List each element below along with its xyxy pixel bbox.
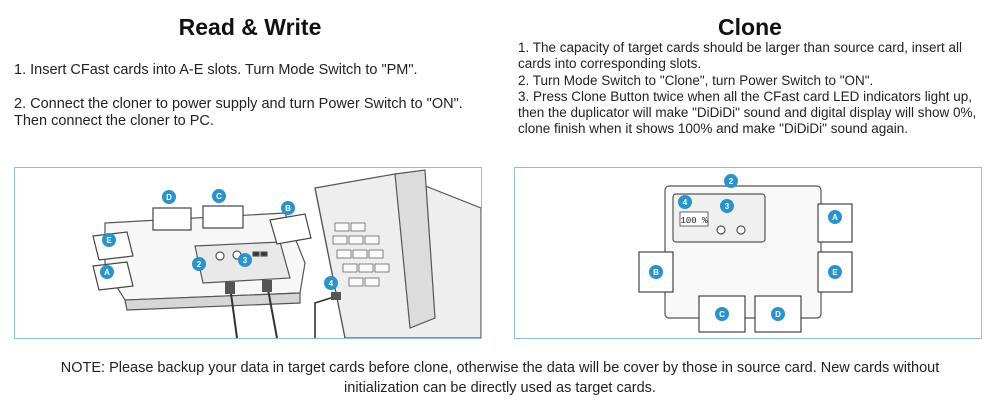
backup-note: NOTE: Please backup your data in target …: [60, 360, 940, 396]
card-c: [202, 205, 244, 229]
svg-text:B: B: [285, 204, 291, 213]
read-write-step-2: 2. Connect the cloner to power supply an…: [14, 96, 463, 129]
badge-e: E: [828, 265, 842, 279]
read-write-title: Read & Write: [178, 14, 322, 40]
clone-step-3: 3. Press Clone Button twice when all the…: [518, 88, 977, 137]
clone-illustration: 100 % 2 4 3 A B E C D: [514, 167, 982, 339]
badge-e: E: [102, 233, 116, 247]
svg-text:E: E: [106, 236, 112, 245]
svg-text:E: E: [832, 268, 838, 277]
svg-text:3: 3: [725, 202, 730, 211]
badge-a: A: [828, 210, 842, 224]
clone-step-1: 1. The capacity of target cards should b…: [518, 40, 962, 72]
duplicator-body: [104, 212, 306, 311]
badge-c: C: [212, 189, 226, 203]
read-write-device-drawing: D C B E A 2 3 4: [92, 169, 481, 338]
cfast-cards: [638, 203, 853, 333]
badge-b: B: [649, 265, 663, 279]
svg-text:C: C: [216, 192, 222, 201]
card-b: [269, 213, 312, 245]
badge-4: 4: [678, 195, 692, 209]
cables: [229, 283, 338, 338]
cfast-cards: [92, 205, 312, 291]
badge-d: D: [162, 190, 176, 204]
card-a: [92, 261, 134, 291]
badge-a: A: [100, 265, 114, 279]
svg-text:A: A: [832, 213, 838, 222]
badge-d: D: [771, 307, 785, 321]
read-write-instructions: 1. Insert CFast cards into A-E slots. Tu…: [14, 62, 499, 130]
laptop-port-icon: [331, 292, 341, 300]
clone-step-2: 2. Turn Mode Switch to "Clone", turn Pow…: [518, 72, 874, 88]
svg-text:4: 4: [683, 198, 688, 207]
badge-3: 3: [720, 199, 734, 213]
svg-text:3: 3: [243, 256, 248, 265]
read-write-illustration: D C B E A 2 3 4: [14, 167, 482, 339]
badge-4: 4: [324, 276, 338, 290]
badge-c: C: [715, 307, 729, 321]
svg-text:D: D: [775, 310, 781, 319]
svg-text:D: D: [166, 193, 172, 202]
digital-display: 100 %: [680, 216, 708, 226]
clone-instructions: 1. The capacity of target cards should b…: [518, 40, 993, 138]
read-write-step-1: 1. Insert CFast cards into A-E slots. Tu…: [14, 62, 418, 78]
badge-b: B: [281, 201, 295, 215]
svg-text:A: A: [104, 268, 110, 277]
duplicator-top-view: [664, 185, 822, 319]
svg-text:C: C: [719, 310, 725, 319]
usb-plug-icon: [262, 280, 272, 292]
badge-2: 2: [192, 257, 206, 271]
card-d: [152, 207, 192, 231]
laptop-icon: [314, 169, 481, 338]
clone-title: Clone: [718, 14, 782, 40]
svg-text:4: 4: [329, 279, 334, 288]
power-plug-icon: [225, 282, 235, 294]
badge-3: 3: [238, 253, 252, 267]
svg-text:2: 2: [197, 260, 202, 269]
svg-text:2: 2: [729, 177, 734, 186]
clone-device-drawing: 100 % 2 4 3 A B E C D: [638, 174, 853, 333]
badge-2: 2: [724, 174, 738, 188]
svg-text:B: B: [653, 268, 659, 277]
